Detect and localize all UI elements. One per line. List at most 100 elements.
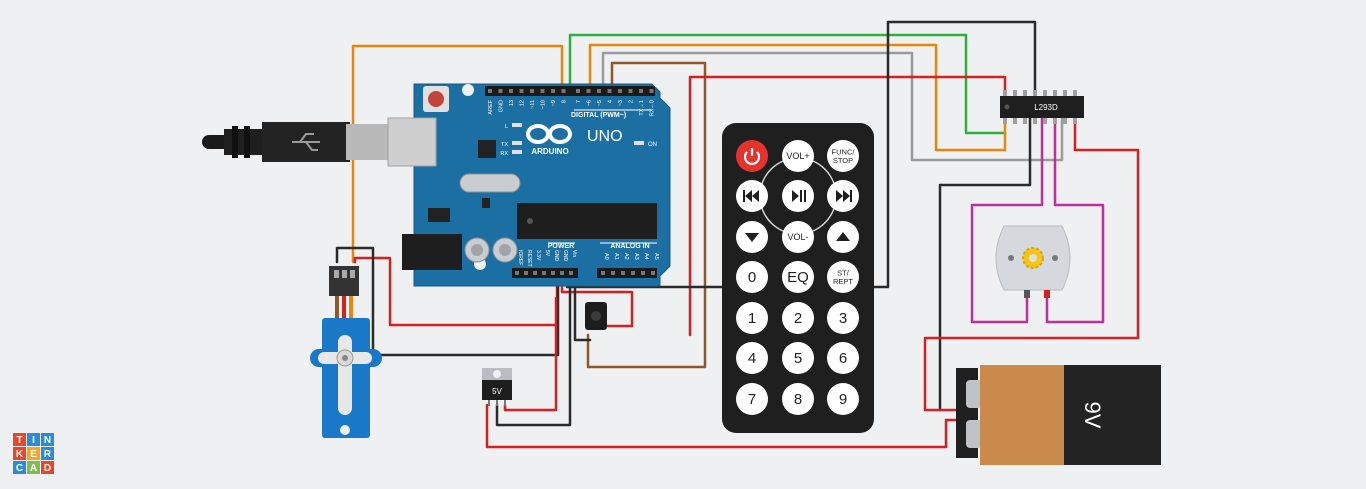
- remote-button-2[interactable]: 2: [782, 302, 814, 334]
- header-pin[interactable]: [498, 89, 503, 93]
- pin-label: 8: [562, 100, 568, 103]
- remote-button-0[interactable]: 0: [736, 261, 768, 293]
- remote-button-st-rept[interactable]: ST/REPT: [827, 261, 859, 293]
- wire-red-reg-out[interactable]: [503, 296, 558, 412]
- header-pin[interactable]: [519, 89, 524, 93]
- wire-black-ir[interactable]: [573, 278, 592, 342]
- header-pin[interactable]: [631, 271, 635, 275]
- remote-button-vol[interactable]: VOL-: [782, 221, 814, 253]
- driver-pin[interactable]: [1033, 118, 1037, 124]
- header-pin[interactable]: [601, 271, 605, 275]
- driver-pin[interactable]: [1003, 90, 1007, 96]
- header-pin[interactable]: [515, 271, 519, 275]
- voltage-regulator[interactable]: 5V: [482, 368, 512, 406]
- driver-pin[interactable]: [1053, 90, 1057, 96]
- driver-pin[interactable]: [1063, 90, 1067, 96]
- battery-9v[interactable]: 9V: [956, 365, 1161, 465]
- wire-red-battery-driver[interactable]: [923, 116, 1140, 412]
- remote-button-1[interactable]: 1: [736, 302, 768, 334]
- remote-button-9[interactable]: 9: [827, 383, 859, 415]
- header-pin[interactable]: [509, 89, 513, 93]
- remote-button-3[interactable]: 3: [827, 302, 859, 334]
- driver-pin[interactable]: [1063, 118, 1067, 124]
- wire-gray-driver[interactable]: [601, 51, 1064, 162]
- header-pin[interactable]: [607, 89, 612, 93]
- header-pin[interactable]: [628, 89, 633, 93]
- header-pin[interactable]: [530, 89, 534, 93]
- pin-label: 3.3V: [535, 250, 541, 261]
- prev-button[interactable]: [736, 180, 768, 212]
- header-pin[interactable]: [533, 271, 537, 275]
- driver-pin[interactable]: [1023, 90, 1027, 96]
- remote-button-6[interactable]: 6: [827, 342, 859, 374]
- header-pin[interactable]: [621, 271, 625, 275]
- dc-motor[interactable]: [995, 225, 1071, 298]
- header-pin[interactable]: [641, 271, 645, 275]
- power-icon: [743, 148, 761, 165]
- header-pin[interactable]: [488, 89, 492, 93]
- up-button[interactable]: [827, 221, 859, 253]
- header-pin[interactable]: [576, 89, 580, 93]
- driver-pin[interactable]: [1073, 118, 1077, 124]
- header-pin[interactable]: [540, 89, 545, 93]
- wire-red-ir[interactable]: [560, 278, 634, 328]
- driver-pin[interactable]: [1033, 90, 1037, 96]
- remote-button-4[interactable]: 4: [736, 342, 768, 374]
- header-pin[interactable]: [586, 89, 591, 93]
- header-pin[interactable]: [639, 89, 643, 93]
- header-pin[interactable]: [551, 89, 555, 93]
- remote-button-label: 0: [748, 269, 756, 286]
- remote-button-vol[interactable]: VOL+: [782, 140, 814, 172]
- header-pin[interactable]: [597, 89, 601, 93]
- power-button[interactable]: [736, 140, 768, 172]
- header-pin[interactable]: [611, 271, 615, 275]
- remote-button-eq[interactable]: EQ: [782, 261, 814, 293]
- wire-green-driver[interactable]: [568, 33, 1007, 135]
- driver-pin[interactable]: [1003, 118, 1007, 124]
- arduino-brand-label: ARDUINO: [531, 147, 568, 156]
- remote-button-label: STOP: [833, 156, 853, 165]
- svg-text:R: R: [44, 449, 52, 460]
- wire-brown-ir[interactable]: [586, 61, 707, 369]
- ir-receiver[interactable]: [585, 302, 607, 330]
- play-pause-button[interactable]: [782, 180, 814, 212]
- header-pin[interactable]: [524, 271, 528, 275]
- wire-magenta-motor-b[interactable]: [1045, 116, 1105, 324]
- wire-black-servo[interactable]: [335, 246, 560, 357]
- header-pin[interactable]: [569, 271, 573, 275]
- remote-button-5[interactable]: 5: [782, 342, 814, 374]
- driver-pin[interactable]: [1013, 90, 1017, 96]
- header-pin[interactable]: [560, 271, 564, 275]
- driver-pin[interactable]: [1043, 90, 1047, 96]
- remote-button-8[interactable]: 8: [782, 383, 814, 415]
- driver-pin[interactable]: [1023, 118, 1027, 124]
- header-pin[interactable]: [649, 89, 654, 93]
- wire-black-reg[interactable]: [495, 278, 572, 427]
- wire-orange-driver[interactable]: [588, 43, 1007, 152]
- header-pin[interactable]: [542, 271, 546, 275]
- wire-red-battery-reg[interactable]: [485, 403, 962, 449]
- l293d-driver-chip[interactable]: L293D: [1000, 90, 1084, 124]
- driver-pin[interactable]: [1073, 90, 1077, 96]
- header-pin[interactable]: [651, 271, 655, 275]
- led-label: RX: [500, 151, 508, 157]
- driver-pin[interactable]: [1043, 118, 1047, 124]
- next-button[interactable]: [827, 180, 859, 212]
- header-pin[interactable]: [551, 271, 555, 275]
- down-button[interactable]: [736, 221, 768, 253]
- remote-button-func-stop[interactable]: FUNC/STOP: [827, 140, 859, 172]
- driver-pin[interactable]: [1013, 118, 1017, 124]
- remote-button-label: 9: [839, 391, 847, 408]
- wire-black-battery[interactable]: [938, 116, 1032, 412]
- remote-button-7[interactable]: 7: [736, 383, 768, 415]
- micro-servo[interactable]: [310, 266, 382, 438]
- pin-label: A0: [603, 253, 609, 260]
- wire-red-driver-vcc[interactable]: [688, 75, 1007, 337]
- wire-magenta-motor-a[interactable]: [970, 116, 1044, 324]
- header-pin[interactable]: [561, 89, 566, 93]
- driver-pin[interactable]: [1053, 118, 1057, 124]
- header-pin[interactable]: [618, 89, 622, 93]
